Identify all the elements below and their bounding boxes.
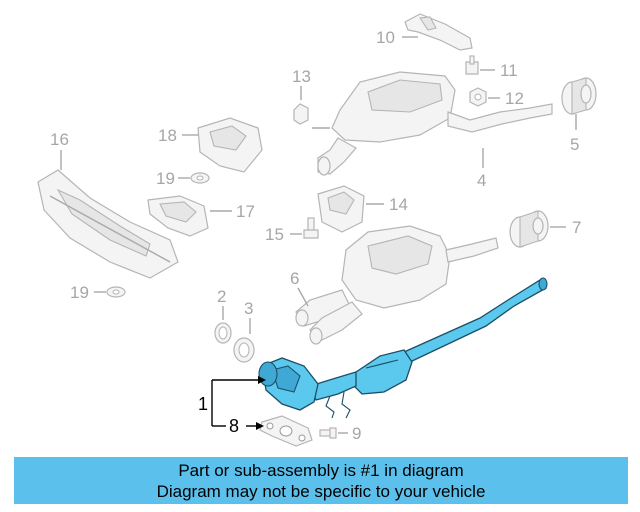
- part-2-gasket: [214, 322, 232, 344]
- callout-13: 13: [292, 67, 311, 86]
- part-18-bracket: [197, 117, 263, 173]
- callout-16: 16: [50, 130, 69, 149]
- callout-7: 7: [572, 218, 581, 237]
- part-14-bracket: [317, 185, 365, 233]
- part-9-bolt: [319, 427, 337, 439]
- callout-9: 9: [352, 424, 361, 443]
- callout-19-lower: 19: [70, 283, 89, 302]
- callout-12: 12: [505, 89, 524, 108]
- part-8-gasket: [259, 415, 313, 447]
- leader-6: [297, 287, 309, 307]
- callout-5: 5: [570, 135, 579, 154]
- info-banner: Part or sub-assembly is #1 in diagram Di…: [14, 457, 628, 504]
- part-19-washer-lower: [106, 286, 126, 298]
- banner-line-1: Part or sub-assembly is #1 in diagram: [178, 461, 464, 480]
- callout-15: 15: [265, 225, 284, 244]
- callout-19-upper: 19: [156, 169, 175, 188]
- part-19-washer-upper: [190, 172, 210, 184]
- exhaust-parts-diagram: 10 11 12 13 4 5 16: [37, 13, 597, 447]
- part-13-grommet: [293, 103, 309, 125]
- part-12-nut: [469, 87, 487, 107]
- callout-17: 17: [236, 202, 255, 221]
- callout-8: 8: [229, 416, 239, 436]
- part-1-catalytic-converter: [258, 277, 548, 419]
- part-11-bolt: [465, 55, 479, 75]
- callout-11: 11: [500, 61, 518, 80]
- callout-3: 3: [244, 299, 253, 318]
- callout-4: 4: [477, 171, 486, 190]
- callout-6: 6: [290, 269, 299, 288]
- arrow-8: [256, 422, 264, 430]
- part-15-bolt: [303, 217, 319, 239]
- part-3-clamp: [233, 337, 255, 363]
- part-6-muffler: [295, 225, 499, 345]
- callout-1: 1: [198, 394, 208, 414]
- callout-14: 14: [389, 195, 408, 214]
- part-16-heat-shield: [37, 169, 179, 279]
- callout-2: 2: [217, 287, 226, 306]
- part-17-bracket: [147, 195, 209, 237]
- banner-line-2: Diagram may not be specific to your vehi…: [156, 482, 486, 501]
- part-4-rear-muffler: [312, 71, 553, 176]
- callout-18: 18: [158, 126, 177, 145]
- callout-10: 10: [376, 28, 395, 47]
- part-10-bracket: [404, 13, 473, 51]
- part-5-clamp: [561, 77, 597, 115]
- arrow-1: [258, 376, 266, 384]
- part-7-clamp: [509, 210, 549, 248]
